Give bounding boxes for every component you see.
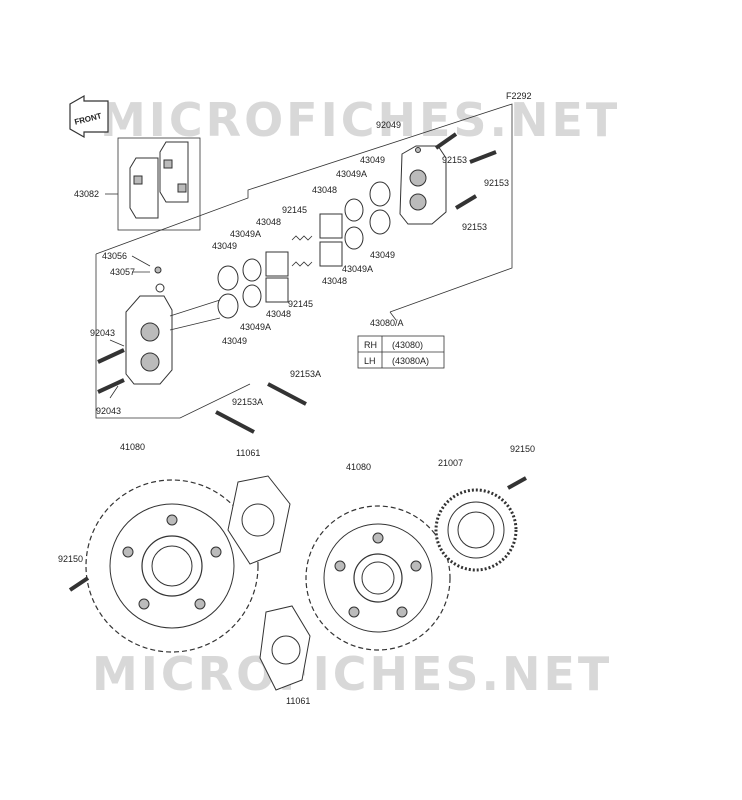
front-arrow-icon: FRONT bbox=[69, 94, 109, 139]
table-lh-part: (43080A) bbox=[392, 356, 429, 366]
label-43049-r2: 43049 bbox=[370, 250, 395, 260]
piston-seals-right bbox=[319, 181, 391, 267]
label-92145-top: 92145 bbox=[282, 205, 307, 215]
label-11061-top: 11061 bbox=[236, 448, 260, 458]
label-43082: 43082 bbox=[74, 189, 99, 199]
watermark-bottom: MICROFICHES.NET bbox=[92, 647, 612, 701]
label-41080-left: 41080 bbox=[120, 442, 145, 452]
label-43049a-l2: 43049A bbox=[240, 322, 271, 332]
pad-springs bbox=[291, 235, 313, 267]
label-92153a-2: 92153A bbox=[232, 397, 263, 407]
watermark-top: MICROFICHES.NET bbox=[100, 93, 620, 147]
label-92043-bottom: 92043 bbox=[96, 406, 121, 416]
label-21007: 21007 bbox=[438, 458, 463, 468]
label-92150-right: 92150 bbox=[510, 444, 535, 454]
label-43049-l2: 43049 bbox=[222, 336, 247, 346]
label-92153a-1: 92153A bbox=[290, 369, 321, 379]
caliper-body-right bbox=[399, 145, 447, 225]
brake-disc-left bbox=[85, 479, 259, 653]
table-rh-side: RH bbox=[364, 340, 377, 350]
label-43048-r2: 43048 bbox=[322, 276, 347, 286]
table-lh-side: LH bbox=[364, 356, 376, 366]
brake-pad-set bbox=[117, 137, 201, 231]
bolts-right bbox=[415, 132, 497, 210]
label-43048-l1: 43048 bbox=[256, 217, 281, 227]
bolt-92150-right bbox=[507, 476, 527, 490]
diagram-code: F2292 bbox=[506, 91, 532, 101]
spacer-plate-bottom bbox=[259, 605, 311, 691]
caliper-body-left bbox=[125, 266, 173, 385]
spacer-plate-top bbox=[227, 475, 291, 565]
label-92049: 92049 bbox=[376, 120, 401, 130]
caliper-kit-outline bbox=[95, 103, 513, 313]
label-92150-left: 92150 bbox=[58, 554, 83, 564]
label-43049-r1: 43049 bbox=[360, 155, 385, 165]
label-43049a-l1: 43049A bbox=[230, 229, 261, 239]
label-92145-bottom: 92145 bbox=[288, 299, 313, 309]
label-43048-l2: 43048 bbox=[266, 309, 291, 319]
label-43080: 43080/A bbox=[370, 318, 404, 328]
label-43057: 43057 bbox=[110, 267, 135, 277]
label-92153-2: 92153 bbox=[484, 178, 509, 188]
label-92153-3: 92153 bbox=[462, 222, 487, 232]
label-92043-top: 92043 bbox=[90, 328, 115, 338]
label-92153-1: 92153 bbox=[442, 155, 467, 165]
label-43049a-r1: 43049A bbox=[336, 169, 367, 179]
label-43056: 43056 bbox=[102, 251, 127, 261]
table-rh-part: (43080) bbox=[392, 340, 423, 350]
sensor-rotor bbox=[434, 488, 518, 572]
piston-seals-left bbox=[217, 251, 289, 319]
label-43049a-r2: 43049A bbox=[342, 264, 373, 274]
brake-disc-right bbox=[305, 505, 451, 651]
bolt-92150-left bbox=[68, 576, 90, 592]
label-41080-right: 41080 bbox=[346, 462, 371, 472]
label-11061-bottom: 11061 bbox=[286, 696, 310, 706]
label-43049-l1: 43049 bbox=[212, 241, 237, 251]
label-43048-r1: 43048 bbox=[312, 185, 337, 195]
caliper-variant-table: RH (43080) LH (43080A) bbox=[357, 335, 445, 369]
bolts-left bbox=[97, 348, 307, 434]
leader-lines bbox=[109, 255, 397, 399]
